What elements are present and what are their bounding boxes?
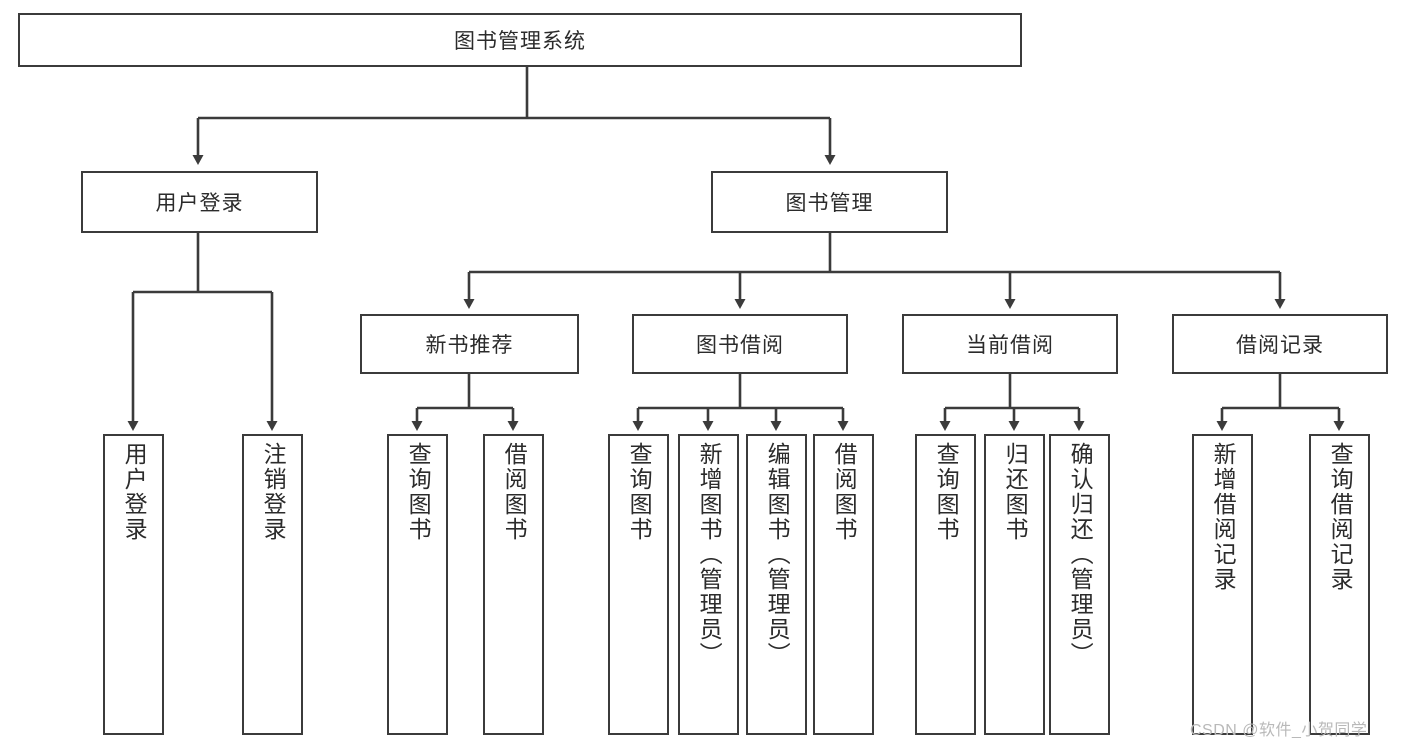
node-leaf-add-book-admin[interactable]: 新增图书（管理员） xyxy=(678,434,739,735)
node-leaf-user-login[interactable]: 用户登录 xyxy=(103,434,164,735)
node-label: 借阅图书 xyxy=(831,442,858,542)
node-leaf-confirm-return-admin[interactable]: 确认归还（管理员） xyxy=(1049,434,1110,735)
node-leaf-logout[interactable]: 注销登录 xyxy=(242,434,303,735)
node-label: 查询借阅记录 xyxy=(1327,442,1354,592)
node-leaf-query-borrow-record[interactable]: 查询借阅记录 xyxy=(1309,434,1370,735)
node-label: 新增借阅记录 xyxy=(1210,442,1237,592)
node-label: 新书推荐 xyxy=(425,334,514,357)
node-new-book-recommendation[interactable]: 新书推荐 xyxy=(360,314,579,374)
node-borrowing-records[interactable]: 借阅记录 xyxy=(1172,314,1388,374)
node-label: 借阅记录 xyxy=(1236,334,1324,357)
node-leaf-borrow-books-new[interactable]: 借阅图书 xyxy=(483,434,544,735)
csdn-watermark: CSDN @软件_小贺同学 xyxy=(1190,722,1368,739)
node-book-management[interactable]: 图书管理 xyxy=(711,171,948,233)
node-label: 查询图书 xyxy=(933,442,960,542)
node-user-login[interactable]: 用户登录 xyxy=(81,171,318,233)
node-label: 确认归还（管理员） xyxy=(1067,442,1094,667)
node-label: 编辑图书（管理员） xyxy=(764,442,791,667)
node-root-book-management-system[interactable]: 图书管理系统 xyxy=(18,13,1022,67)
node-label: 图书管理 xyxy=(785,192,874,215)
node-leaf-edit-book-admin[interactable]: 编辑图书（管理员） xyxy=(746,434,807,735)
node-label: 新增图书（管理员） xyxy=(696,442,723,667)
node-label: 注销登录 xyxy=(260,442,287,542)
node-leaf-borrow-books[interactable]: 借阅图书 xyxy=(813,434,874,735)
node-leaf-query-books-current[interactable]: 查询图书 xyxy=(915,434,976,735)
node-label: 查询图书 xyxy=(626,442,653,542)
node-book-borrowing[interactable]: 图书借阅 xyxy=(632,314,848,374)
node-leaf-return-books[interactable]: 归还图书 xyxy=(984,434,1045,735)
node-leaf-query-books-borrow[interactable]: 查询图书 xyxy=(608,434,669,735)
node-label: 借阅图书 xyxy=(501,442,528,542)
node-label: 查询图书 xyxy=(405,442,432,542)
node-label: 图书管理系统 xyxy=(454,30,586,53)
node-label: 归还图书 xyxy=(1002,442,1029,542)
node-label: 当前借阅 xyxy=(966,334,1054,357)
node-leaf-query-books-new[interactable]: 查询图书 xyxy=(387,434,448,735)
node-label: 图书借阅 xyxy=(696,334,784,357)
node-label: 用户登录 xyxy=(155,192,244,215)
node-leaf-add-borrow-record[interactable]: 新增借阅记录 xyxy=(1192,434,1253,735)
node-label: 用户登录 xyxy=(121,442,148,542)
node-current-borrowing[interactable]: 当前借阅 xyxy=(902,314,1118,374)
